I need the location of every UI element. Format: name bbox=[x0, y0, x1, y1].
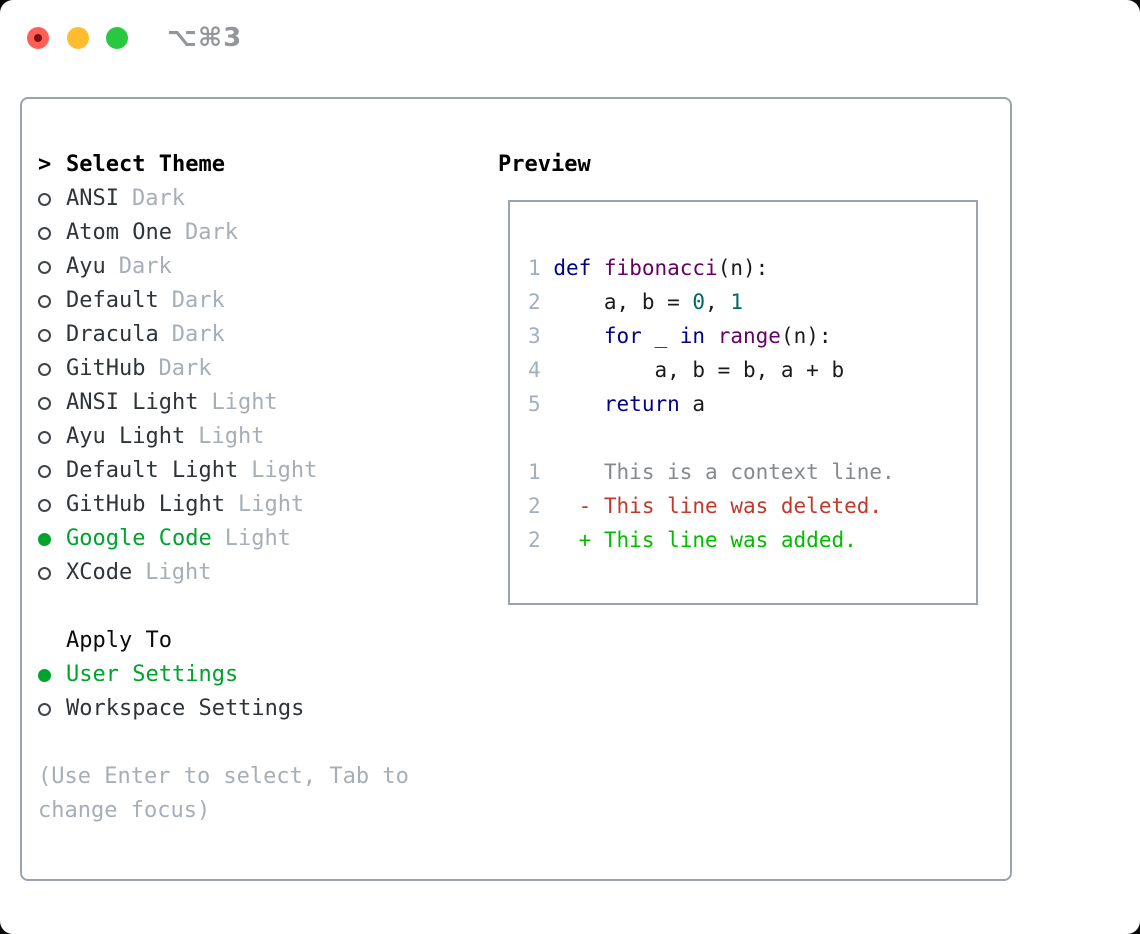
option-label: ANSI bbox=[66, 186, 119, 211]
minimize-button[interactable] bbox=[67, 27, 89, 49]
radio-icon bbox=[38, 192, 66, 206]
option-label: GitHub bbox=[66, 356, 146, 381]
theme-variant: Light bbox=[224, 526, 291, 551]
theme-option[interactable]: Ayu Dark bbox=[38, 250, 409, 284]
line-number: 1 bbox=[528, 460, 541, 484]
theme-option[interactable]: Dracula Dark bbox=[38, 318, 409, 352]
option-label: ANSI Light bbox=[66, 390, 199, 415]
select-theme-header: Select Theme bbox=[66, 152, 225, 177]
option-label: Default Light bbox=[66, 458, 239, 483]
line-number: 1 bbox=[528, 256, 541, 280]
radio-icon bbox=[38, 532, 66, 546]
apply-to-header: Apply To bbox=[66, 628, 172, 653]
select-theme-header-row: > Select Theme bbox=[38, 148, 409, 182]
code-line: 2 a, b = 0, 1 bbox=[528, 290, 743, 314]
theme-option[interactable]: GitHub Dark bbox=[38, 352, 409, 386]
code-preview: 1 def fibonacci(n): 2 a, b = 0, 1 3 for _ … bbox=[510, 202, 976, 557]
option-label: Dracula bbox=[66, 322, 159, 347]
theme-variant: Dark bbox=[158, 356, 212, 381]
apply-to-option[interactable]: User Settings bbox=[38, 658, 409, 692]
code-line: 2 + This line was added. bbox=[528, 528, 857, 552]
theme-variant: Dark bbox=[118, 254, 172, 279]
theme-option[interactable]: Default Light Light bbox=[38, 454, 409, 488]
apply-to-header-row: Apply To bbox=[38, 624, 409, 658]
option-label: Google Code bbox=[66, 526, 212, 551]
preview-header: Preview bbox=[498, 152, 591, 177]
code-line: 4 a, b = b, a + b bbox=[528, 358, 845, 382]
theme-variant: Light bbox=[211, 390, 278, 415]
radio-icon bbox=[38, 464, 66, 478]
option-label: Default bbox=[66, 288, 159, 313]
theme-option[interactable]: Atom One Dark bbox=[38, 216, 409, 250]
radio-icon bbox=[38, 430, 66, 444]
radio-icon bbox=[38, 702, 66, 716]
theme-variant: Dark bbox=[171, 288, 225, 313]
theme-variant: Light bbox=[251, 458, 318, 483]
line-number: 4 bbox=[528, 358, 541, 382]
theme-option[interactable]: Default Dark bbox=[38, 284, 409, 318]
tab-shortcut-label: ⌥⌘3 bbox=[167, 23, 243, 53]
radio-icon bbox=[38, 498, 66, 512]
spacer bbox=[38, 726, 409, 760]
code-line: 5 return a bbox=[528, 392, 706, 416]
code-blank-line bbox=[528, 421, 976, 455]
line-number: 3 bbox=[528, 324, 541, 348]
radio-icon bbox=[38, 668, 66, 682]
spacer bbox=[38, 590, 409, 624]
radio-icon bbox=[38, 362, 66, 376]
line-number: 5 bbox=[528, 392, 541, 416]
theme-variant: Dark bbox=[131, 186, 185, 211]
option-label: Workspace Settings bbox=[66, 696, 305, 721]
close-button[interactable] bbox=[27, 27, 49, 49]
theme-variant: Dark bbox=[184, 220, 238, 245]
code-line: 3 for _ in range(n): bbox=[528, 324, 832, 348]
option-label: Ayu Light bbox=[66, 424, 186, 449]
line-number: 2 bbox=[528, 290, 541, 314]
theme-option[interactable]: Google Code Light bbox=[38, 522, 409, 556]
option-label: XCode bbox=[66, 560, 133, 585]
focus-caret-icon: > bbox=[38, 152, 52, 177]
theme-option[interactable]: GitHub Light Light bbox=[38, 488, 409, 522]
theme-option[interactable]: ANSI Dark bbox=[38, 182, 409, 216]
option-label: User Settings bbox=[66, 662, 239, 687]
code-line: 1 def fibonacci(n): bbox=[528, 256, 769, 280]
theme-variant: Light bbox=[145, 560, 212, 585]
option-label: GitHub Light bbox=[66, 492, 225, 517]
radio-icon bbox=[38, 226, 66, 240]
code-line: 1 This is a context line. bbox=[528, 460, 895, 484]
radio-icon bbox=[38, 566, 66, 580]
theme-variant: Dark bbox=[171, 322, 225, 347]
line-number: 2 bbox=[528, 528, 541, 552]
radio-icon bbox=[38, 294, 66, 308]
hint-text-line1: (Use Enter to select, Tab to bbox=[38, 764, 409, 789]
theme-variant: Light bbox=[198, 424, 265, 449]
hint-text-line2: change focus) bbox=[38, 798, 211, 823]
radio-icon bbox=[38, 328, 66, 342]
code-line: 2 - This line was deleted. bbox=[528, 494, 883, 518]
theme-option[interactable]: ANSI Light Light bbox=[38, 386, 409, 420]
radio-icon bbox=[38, 396, 66, 410]
option-label: Atom One bbox=[66, 220, 172, 245]
theme-variant: Light bbox=[237, 492, 305, 517]
theme-option[interactable]: Ayu Light Light bbox=[38, 420, 409, 454]
theme-option[interactable]: XCode Light bbox=[38, 556, 409, 590]
option-label: Ayu bbox=[66, 254, 106, 279]
radio-icon bbox=[38, 260, 66, 274]
close-dot-icon bbox=[34, 34, 42, 42]
apply-to-option[interactable]: Workspace Settings bbox=[38, 692, 409, 726]
line-number: 2 bbox=[528, 494, 541, 518]
preview-box: 1 def fibonacci(n): 2 a, b = 0, 1 3 for _ … bbox=[508, 200, 978, 605]
zoom-button[interactable] bbox=[106, 27, 128, 49]
